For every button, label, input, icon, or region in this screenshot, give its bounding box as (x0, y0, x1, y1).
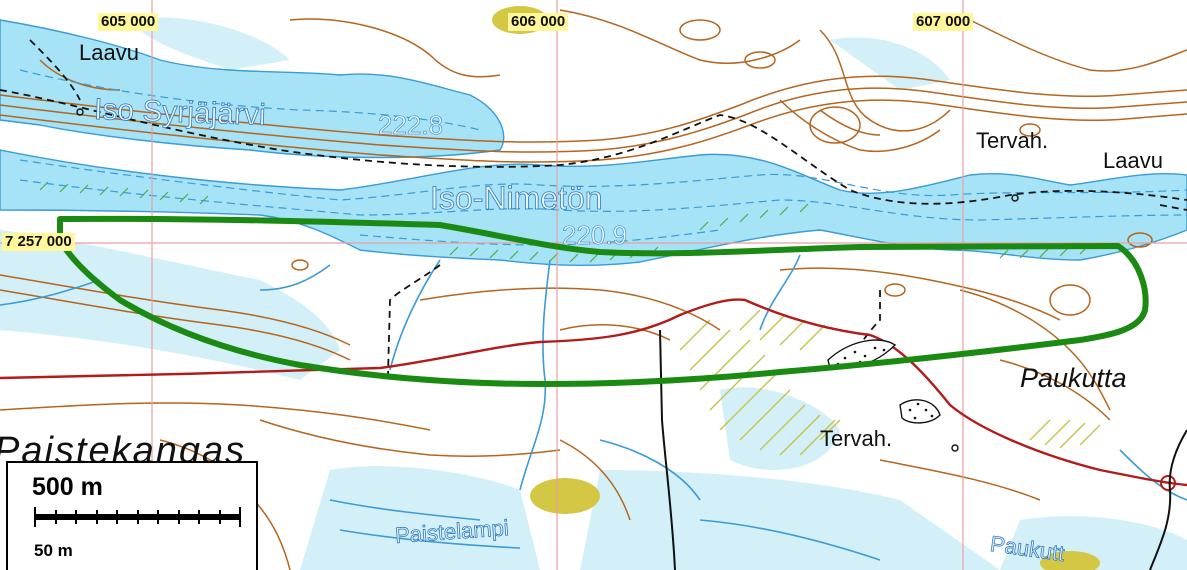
scale-tick (55, 510, 57, 524)
meadow-hatching (679, 309, 1101, 456)
place-laavu-nw: Laavu (79, 40, 139, 65)
lake-iso-syrjajarvi-shape (0, 19, 505, 159)
grid-label-x-606000: 606 000 (508, 13, 569, 31)
lakes (0, 19, 1187, 267)
grid-label-y-7257000: 7 257 000 (2, 233, 75, 251)
scale-tick (116, 510, 118, 524)
lake-depth-lines (19, 69, 1187, 246)
scale-tick (34, 507, 36, 527)
scale-tick (219, 510, 221, 524)
road-junction (1160, 475, 1176, 491)
scale-tick (178, 510, 180, 524)
road (0, 298, 1187, 487)
elevation-label-222-8: 222.8 (378, 110, 444, 141)
stone-patches (827, 339, 941, 424)
black-roads (659, 329, 1187, 570)
scale-bar: 500 m 50 m (6, 461, 258, 570)
place-tervah-se: Tervah. (820, 426, 893, 451)
scale-tick (137, 510, 139, 524)
scale-main-label: 500 m (32, 473, 103, 501)
scale-tick (157, 510, 159, 524)
scale-sub-label: 50 m (34, 541, 73, 560)
lake-label-iso-nimeton: Iso-Nimetön (430, 180, 603, 217)
elevation-label-220-9: 220.9 (562, 220, 628, 251)
hut-symbols (76, 108, 1019, 452)
scale-tick (198, 510, 200, 524)
place-tervah-ne: Tervah. (976, 128, 1049, 153)
place-paukutta: Paukutta (1020, 363, 1127, 393)
scale-tick (75, 510, 77, 524)
lake-label-iso-syrjajarvi: Iso Syrjäjärvi (93, 93, 267, 133)
contour-lines (0, 9, 1187, 570)
streams (0, 254, 1187, 561)
grid-label-x-605000: 605 000 (98, 13, 159, 31)
scale-tick (96, 510, 98, 524)
highlighted-route[interactable] (57, 215, 1149, 387)
scale-tick (239, 507, 241, 527)
place-laavu-ne: Laavu (1103, 148, 1163, 173)
shore-hatching (39, 181, 1089, 263)
grid-label-x-607000: 607 000 (913, 13, 974, 31)
